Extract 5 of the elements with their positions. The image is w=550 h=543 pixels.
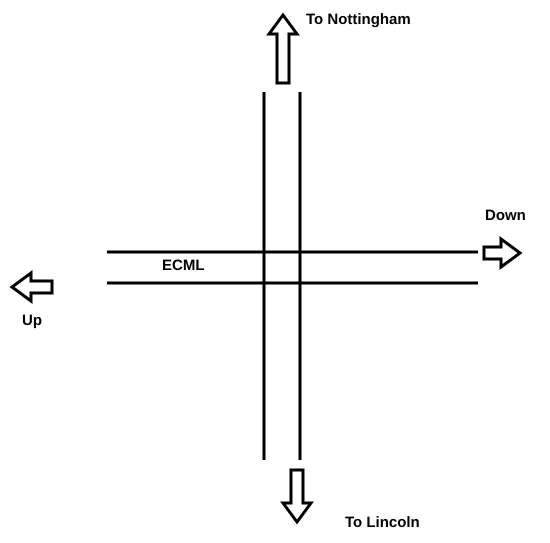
destination-label: To Nottingham xyxy=(306,11,411,29)
destination-label: To Lincoln xyxy=(345,514,420,532)
line-label: ECML xyxy=(162,257,204,275)
direction-label: Up xyxy=(22,312,42,330)
direction-label: Down xyxy=(485,207,526,225)
